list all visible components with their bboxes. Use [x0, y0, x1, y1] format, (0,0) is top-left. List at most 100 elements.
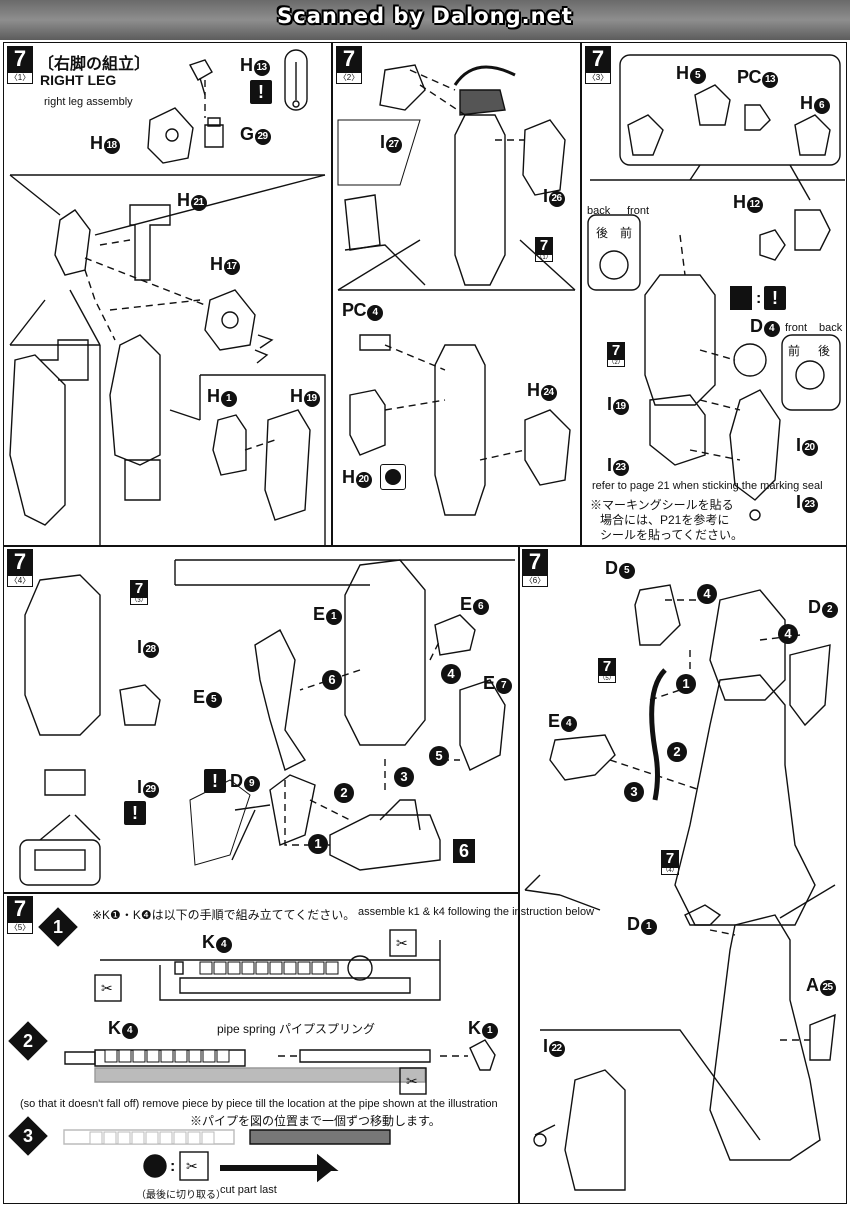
label-e7-num: 7 — [495, 678, 512, 694]
ratio-colon-2: : — [170, 1158, 176, 1175]
step-badge-7-4: 7 〈4〉 — [7, 549, 33, 587]
back2-label: back — [819, 322, 843, 334]
nipper-icon: ✂ — [396, 935, 408, 951]
ref-step-number: 7 — [130, 580, 148, 597]
label-pc4-letter: PC — [342, 300, 367, 320]
bullet-icon — [380, 464, 406, 490]
ref-step-sub: 〈1〉 — [535, 254, 553, 262]
ref-step-sub: 〈4〉 — [661, 867, 679, 875]
nipper-icon: ✂ — [186, 1158, 198, 1174]
step-sub: 〈2〉 — [336, 72, 362, 84]
label-pc4-num: 4 — [367, 305, 384, 321]
step-badge-7-5: 7 〈5〉 — [7, 896, 33, 934]
arrow-step-1: 1 — [676, 674, 696, 694]
label-i23a-letter: I — [607, 455, 612, 475]
label-a25-letter: A — [806, 975, 819, 995]
label-d1-num: 1 — [640, 919, 657, 935]
substep-3-number: 3 — [22, 1125, 34, 1146]
en-move-note: (so that it doesn't fall off) remove pie… — [20, 1098, 498, 1110]
jp-note-3: シールを貼ってください。 — [600, 528, 744, 542]
label-i26-num: 26 — [548, 191, 565, 207]
label-d2-letter: D — [808, 597, 821, 617]
label-k4a-letter: K — [202, 932, 215, 952]
file-icon — [730, 286, 752, 310]
label-k4b-num: 4 — [121, 1023, 138, 1039]
label-i27-letter: I — [380, 132, 385, 152]
label-h19-letter: H — [290, 386, 303, 406]
label-k1-letter: K — [468, 1018, 481, 1038]
banner-text: Scanned by Dalong.net — [277, 4, 573, 28]
label-i23a-num: 23 — [612, 460, 629, 476]
label-k1-num: 1 — [481, 1023, 498, 1039]
exclamation-icon: ! — [204, 769, 226, 793]
ref-step-sub: 〈5〉 — [598, 675, 616, 683]
step-badge-7-2: 7 〈2〉 — [336, 46, 362, 84]
label-i29-letter: I — [137, 777, 142, 797]
step-sub: 〈6〉 — [522, 575, 548, 587]
step-number: 7 — [7, 46, 33, 72]
arrow-step-2: 2 — [334, 783, 354, 803]
divider-h1 — [3, 545, 847, 547]
jp-front-label: 前 — [620, 226, 633, 240]
label-e4-letter: E — [548, 711, 560, 731]
label-h20-num: 20 — [355, 472, 372, 488]
label-i20-num: 20 — [801, 440, 818, 456]
ref-step-sub: 〈2〉 — [607, 359, 625, 367]
label-e4-num: 4 — [560, 716, 577, 732]
step-badge-7-6: 7 〈6〉 — [522, 549, 548, 587]
ref-step-number: 7 — [598, 658, 616, 675]
label-k4b-letter: K — [108, 1018, 121, 1038]
label-e6-num: 6 — [472, 599, 489, 615]
nipper-icon: ✂ — [406, 1073, 418, 1089]
label-h1-num: 1 — [220, 391, 237, 407]
label-h24-num: 24 — [540, 385, 557, 401]
section-title-jp: 〔右脚の組立〕 — [38, 56, 151, 73]
label-a25-num: 25 — [819, 980, 836, 996]
jp-move-note: ※パイプを図の位置まで一個ずつ移動します。 — [190, 1114, 441, 1128]
label-d2-num: 2 — [821, 602, 838, 618]
label-i28-letter: I — [137, 637, 142, 657]
runner-number: 6 — [453, 839, 475, 863]
label-h20-letter: H — [342, 467, 355, 487]
label-k4a-num: 4 — [215, 937, 232, 953]
section-title-en: RIGHT LEG — [40, 72, 117, 88]
refer-note: refer to page 21 when sticking the marki… — [592, 480, 823, 492]
label-g29-num: 29 — [254, 129, 271, 145]
step-sub: 〈5〉 — [7, 922, 33, 934]
label-i19-letter: I — [607, 394, 612, 414]
arrow-step-3: 3 — [624, 782, 644, 802]
step-badge-7-3: 7 〈3〉 — [585, 46, 611, 84]
ref-step-7-2: 7 〈2〉 — [607, 342, 625, 367]
substep-1-number: 1 — [52, 916, 64, 937]
label-d1-letter: D — [627, 914, 640, 934]
label-h6-num: 6 — [813, 98, 830, 114]
arrow-step-2: 2 — [667, 742, 687, 762]
label-d5-num: 5 — [618, 563, 635, 579]
ref-step-number: 7 — [535, 237, 553, 254]
label-h13-letter: H — [240, 55, 253, 75]
label-i22-num: 22 — [548, 1041, 565, 1057]
arrow-step-4: 4 — [441, 664, 461, 684]
label-h12-letter: H — [733, 192, 746, 212]
ref-step-7-4: 7 〈4〉 — [661, 850, 679, 875]
